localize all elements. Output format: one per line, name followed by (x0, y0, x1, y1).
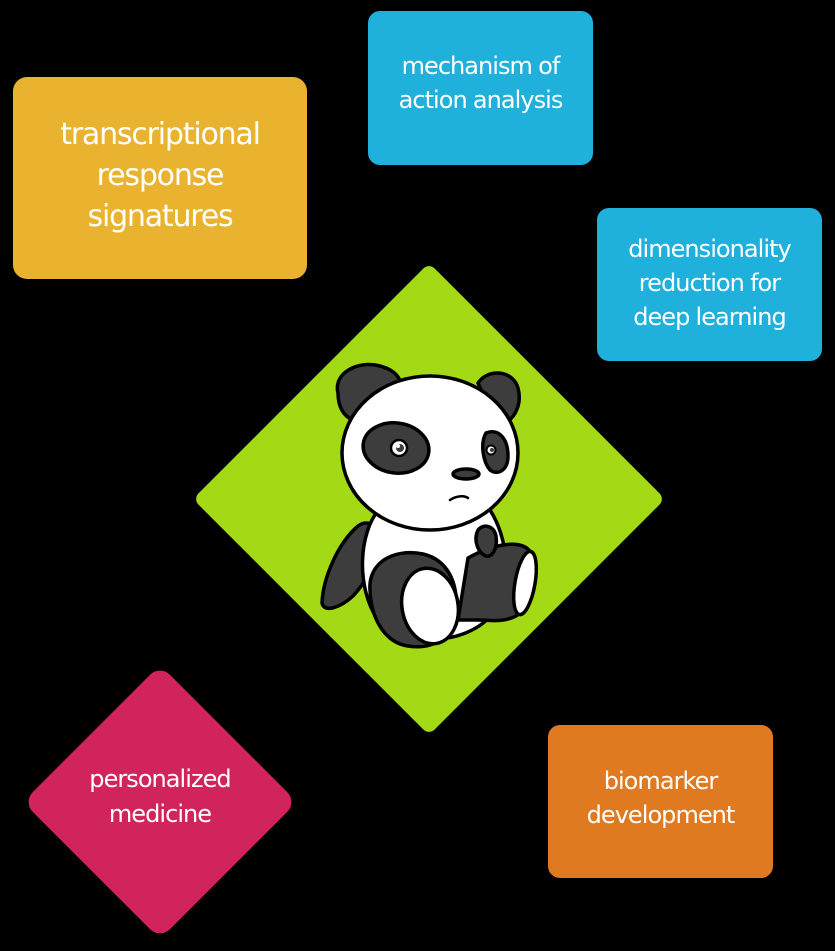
topic-label: mechanism of action analysis (398, 52, 564, 114)
topic-box-biomarker-development: biomarker development (548, 725, 773, 878)
topic-label: biomarker development (586, 766, 736, 829)
topic-box-transcriptional-response-signatures: transcriptional response signatures (13, 77, 307, 279)
topic-label: transcriptional response signatures (60, 116, 261, 234)
topic-label: personalized medicine (89, 765, 231, 828)
topic-diamond-personalized-medicine: personalized medicine (22, 664, 298, 940)
topic-box-mechanism-of-action-analysis: mechanism of action analysis (368, 11, 593, 165)
topic-label: dimensionality reduction for deep learni… (628, 234, 792, 331)
panda-mascot-icon (320, 362, 539, 649)
topic-box-dimensionality-reduction: dimensionality reduction for deep learni… (597, 208, 822, 361)
